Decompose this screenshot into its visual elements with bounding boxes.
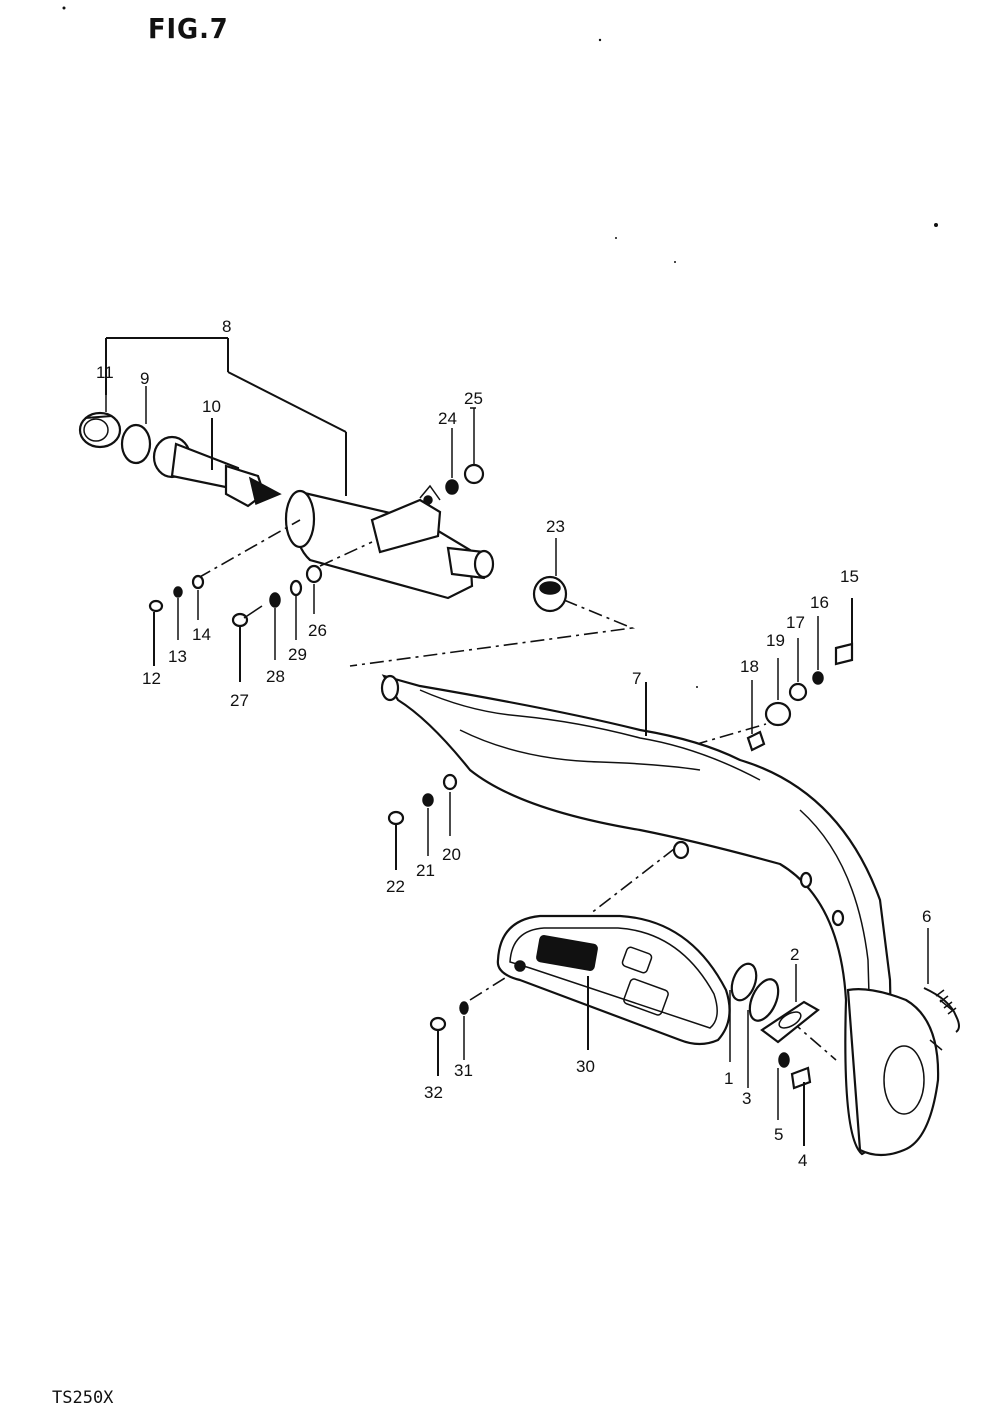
callout-16: 16 [810,593,829,612]
expansion-chamber-part-7 [380,674,953,1157]
callout-20: 20 [442,845,461,864]
fastener-set-12-14 [148,574,205,666]
callout-2: 2 [790,945,799,964]
nut-part-24 [445,428,459,495]
callout-22: 22 [386,877,405,896]
callout-29: 29 [288,645,307,664]
flange-part-2 [760,964,820,1044]
callout-17: 17 [786,613,805,632]
bolt-part-4 [790,1066,812,1146]
callout-31: 31 [454,1061,473,1080]
callout-labels: 8 11 9 10 24 25 23 15 16 17 19 18 7 12 1… [96,317,931,1170]
fastener-set-31-32 [429,1001,469,1076]
figure-title: FIG.7 [148,12,229,45]
fastener-set-26-29 [231,564,323,682]
o-ring-part-9 [120,423,152,465]
grommet-part-23 [532,538,568,613]
callout-25: 25 [464,389,483,408]
model-code: TS250X [52,1388,114,1408]
callout-9: 9 [140,369,149,388]
callout-3: 3 [742,1089,751,1108]
end-cap-part-11 [78,411,122,449]
callout-26: 26 [308,621,327,640]
bush-part-25 [463,408,485,485]
fastener-set-20-22 [387,773,458,870]
callout-8: 8 [222,317,231,336]
callout-28: 28 [266,667,285,686]
callout-7: 7 [632,669,641,688]
callout-24: 24 [438,409,457,428]
callout-12: 12 [142,669,161,688]
spark-arrester-part-10 [152,418,282,508]
callout-1: 1 [724,1069,733,1088]
callout-6: 6 [922,907,931,926]
exhaust-gasket-part-3 [747,978,780,1088]
callout-13: 13 [168,647,187,666]
heat-shield-part-30 [496,914,731,1050]
fastener-set-15-19 [746,598,854,752]
callout-14: 14 [192,625,211,644]
callout-32: 32 [424,1083,443,1102]
callout-19: 19 [766,631,785,650]
scan-specks [62,6,938,688]
callout-leader-lines [105,382,476,424]
callout-11: 11 [96,363,114,382]
spring-washer-part-5 [777,1052,790,1120]
callout-10: 10 [202,397,221,416]
callout-23: 23 [546,517,565,536]
spring-part-6 [923,928,960,1033]
callout-30: 30 [576,1057,595,1076]
exhaust-gasket-part-1 [729,962,758,1062]
silencer-body [284,484,495,600]
callout-15: 15 [840,567,859,586]
callout-18: 18 [740,657,759,676]
callout-5: 5 [774,1125,783,1144]
callout-21: 21 [416,861,435,880]
callout-27: 27 [230,691,249,710]
callout-4: 4 [798,1151,807,1170]
